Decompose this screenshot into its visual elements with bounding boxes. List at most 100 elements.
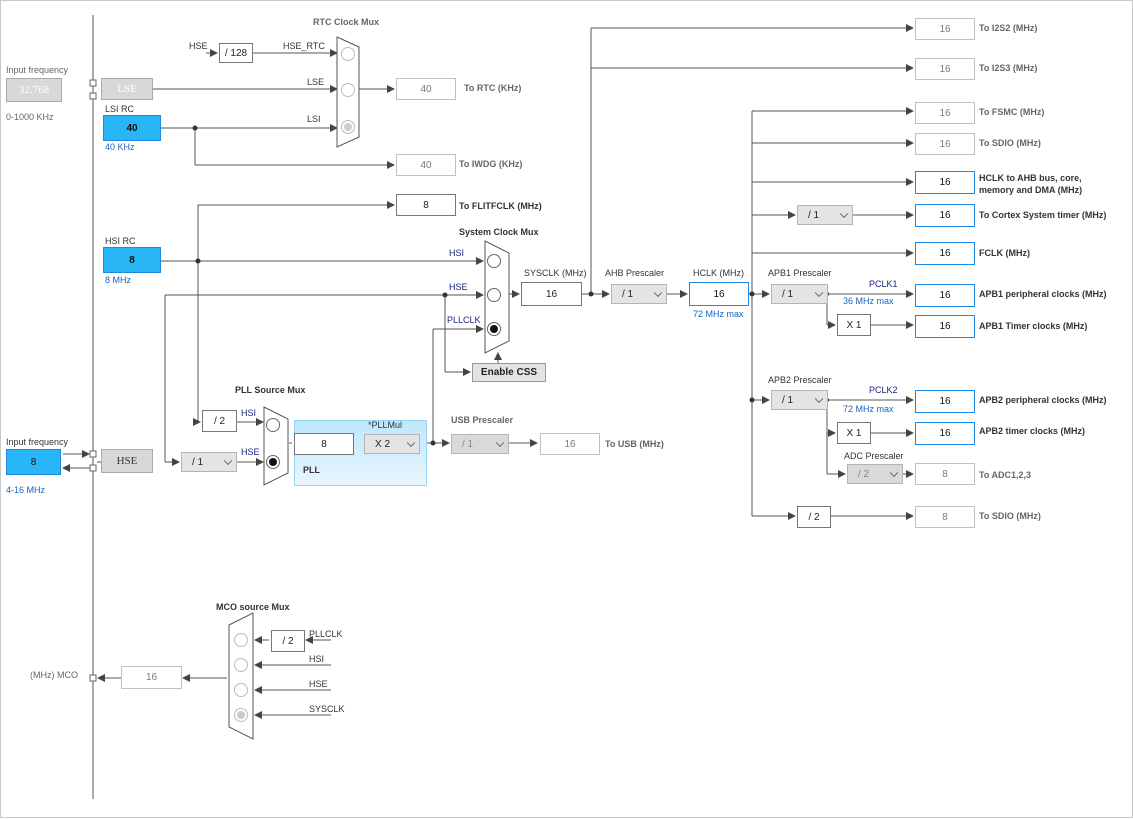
- apb2-timer-value: 16: [915, 422, 975, 445]
- hsi-value[interactable]: 8: [103, 247, 161, 273]
- rtc-radio-lsi[interactable]: [341, 120, 355, 134]
- rtc-output-value: 40: [396, 78, 456, 100]
- ahb-prescaler-select[interactable]: / 1: [611, 284, 667, 304]
- iwdg-output-value: 40: [396, 154, 456, 176]
- pclk2-label: PCLK2: [869, 385, 898, 395]
- chevron-down-icon: [495, 438, 505, 448]
- hse-input-range: 4-16 MHz: [6, 485, 46, 495]
- mco-mux-title: MCO source Mux: [216, 602, 290, 612]
- rtc-lse-label: LSE: [307, 77, 325, 87]
- pclk1-label: PCLK1: [869, 279, 898, 289]
- pll-mux-title: PLL Source Mux: [235, 385, 306, 395]
- rtc-hse-rtc-label: HSE_RTC: [283, 41, 325, 51]
- chevron-down-icon: [406, 438, 416, 448]
- hclk-label: HCLK (MHz): [693, 268, 744, 278]
- lsi-value[interactable]: 40: [103, 115, 161, 141]
- usb-output-label: To USB (MHz): [605, 439, 664, 449]
- apb1-periph-value: 16: [915, 284, 975, 307]
- sys-mux-title: System Clock Mux: [459, 227, 539, 237]
- apb1-prescaler-select[interactable]: / 1: [771, 284, 828, 304]
- hse-pll-divider-value: / 1: [192, 456, 204, 468]
- lse-input-field[interactable]: 32.768: [6, 78, 62, 102]
- pll-radio-hsi[interactable]: [266, 418, 280, 432]
- rtc-hse-label: HSE: [189, 41, 208, 51]
- rtc-radio-lse[interactable]: [341, 83, 355, 97]
- mco-hse-label: HSE: [309, 679, 328, 689]
- lsi-unit: 40 KHz: [105, 142, 135, 152]
- lse-input-range: 0-1000 KHz: [6, 112, 54, 122]
- hsi-title: HSI RC: [105, 236, 136, 246]
- adc-prescaler-value: / 2: [858, 468, 870, 480]
- mco-sysclk-label: SYSCLK: [309, 704, 345, 714]
- pll-radio-hse[interactable]: [266, 455, 280, 469]
- lse-block: LSE: [101, 78, 153, 100]
- sys-mux-hsi-label: HSI: [449, 248, 465, 258]
- flitfclk-output-value: 8: [396, 194, 456, 216]
- mco-pllclk-label: PLLCLK: [309, 629, 343, 639]
- mco-pll-divider: / 2: [271, 630, 305, 652]
- cortex-divider-value: / 1: [808, 209, 820, 221]
- apb1-prescaler-label: APB1 Prescaler: [768, 268, 832, 278]
- sys-radio-pllclk[interactable]: [487, 322, 501, 336]
- mco-radio-pllclk[interactable]: [234, 633, 248, 647]
- mco-output-label: (MHz) MCO: [30, 670, 78, 680]
- pll-mul-value: X 2: [375, 438, 391, 450]
- hse-input-field[interactable]: 8: [6, 449, 61, 475]
- adc-prescaler-label: ADC Prescaler: [844, 451, 904, 461]
- usb-prescaler-select[interactable]: / 1: [451, 434, 509, 454]
- apb1-timer-multiplier: X 1: [837, 314, 871, 336]
- chevron-down-icon: [814, 288, 824, 298]
- hsi-unit: 8 MHz: [105, 275, 132, 285]
- rtc-lsi-label: LSI: [307, 114, 321, 124]
- cortex-divider-select[interactable]: / 1: [797, 205, 853, 225]
- sdio2-output-value: 8: [915, 506, 975, 528]
- sdio-divider: / 2: [797, 506, 831, 528]
- i2s3-output-label: To I2S3 (MHz): [979, 63, 1038, 73]
- cortex-output-label: To Cortex System timer (MHz): [979, 210, 1107, 220]
- hclk-max: 72 MHz max: [693, 309, 744, 319]
- mco-radio-hsi[interactable]: [234, 658, 248, 672]
- i2s2-output-value: 16: [915, 18, 975, 40]
- apb1-timer-value: 16: [915, 315, 975, 338]
- hclk-value[interactable]: 16: [689, 282, 749, 306]
- adc-output-value: 8: [915, 463, 975, 485]
- hse-pll-divider-select[interactable]: / 1: [181, 452, 237, 472]
- fsmc-output-value: 16: [915, 102, 975, 124]
- pll-mul-label: *PLLMul: [368, 420, 403, 430]
- sysclk-value[interactable]: 16: [521, 282, 582, 306]
- i2s3-output-value: 16: [915, 58, 975, 80]
- ahb-prescaler-value: / 1: [622, 288, 634, 300]
- mco-radio-sysclk[interactable]: [234, 708, 248, 722]
- hse-input-title: Input frequency: [6, 437, 69, 447]
- sys-radio-hsi[interactable]: [487, 254, 501, 268]
- adc-output-label: To ADC1,2,3: [979, 470, 1032, 480]
- fsmc-output-label: To FSMC (MHz): [979, 107, 1045, 117]
- pll-mux-hsi-label: HSI: [241, 408, 257, 418]
- apb2-prescaler-select[interactable]: / 1: [771, 390, 828, 410]
- enable-css-button[interactable]: Enable CSS: [472, 363, 546, 382]
- sys-radio-hse[interactable]: [487, 288, 501, 302]
- pll-input-value: 8: [294, 433, 354, 455]
- flitfclk-output-label: To FLITFCLK (MHz): [459, 201, 542, 211]
- fclk-output-label: FCLK (MHz): [979, 248, 1030, 258]
- mco-radio-hse[interactable]: [234, 683, 248, 697]
- pll-mul-select[interactable]: X 2: [364, 434, 420, 454]
- i2s2-output-label: To I2S2 (MHz): [979, 23, 1038, 33]
- sdio-output-value: 16: [915, 133, 975, 155]
- apb1-max: 36 MHz max: [843, 296, 894, 306]
- apb1-timer-label: APB1 Timer clocks (MHz): [979, 321, 1088, 331]
- sdio2-output-label: To SDIO (MHz): [979, 511, 1041, 521]
- mco-output-value: 16: [121, 666, 182, 689]
- rtc-output-label: To RTC (KHz): [464, 83, 522, 93]
- chevron-down-icon: [889, 468, 899, 478]
- adc-prescaler-select[interactable]: / 2: [847, 464, 903, 484]
- chevron-down-icon: [653, 288, 663, 298]
- rtc-radio-hse[interactable]: [341, 47, 355, 61]
- pll-mux-hse-label: HSE: [241, 447, 260, 457]
- apb2-periph-value: 16: [915, 390, 975, 413]
- pll-label: PLL: [303, 465, 320, 475]
- usb-prescaler-value: / 1: [462, 438, 474, 450]
- sysclk-label: SYSCLK (MHz): [524, 268, 587, 278]
- sys-mux-hse-label: HSE: [449, 282, 468, 292]
- fclk-output-value: 16: [915, 242, 975, 265]
